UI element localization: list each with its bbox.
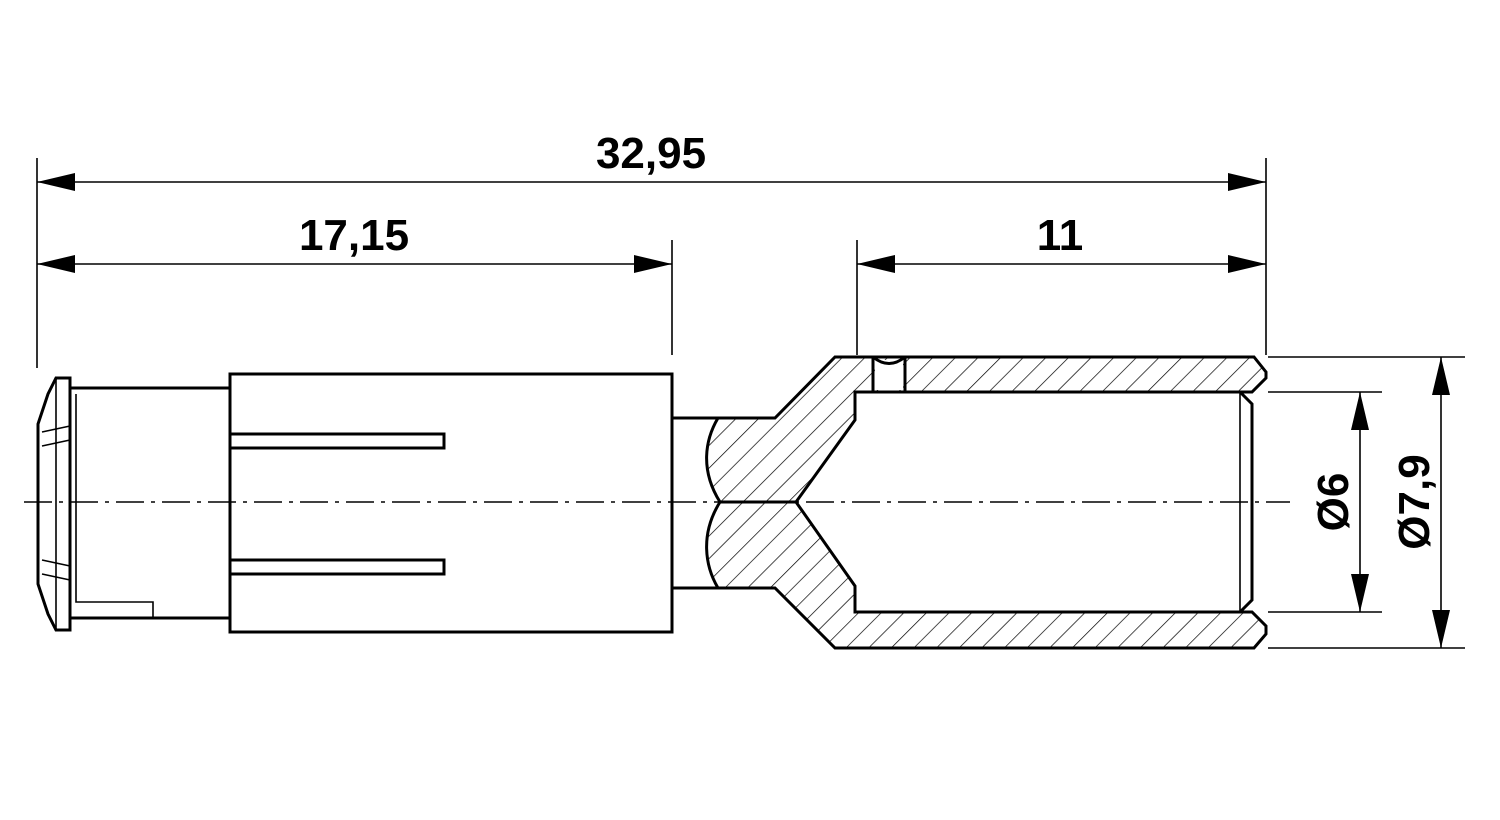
dim-label-outer-diameter: Ø7,9 <box>1390 454 1439 549</box>
dimension-inner-diameter: Ø6 <box>1309 392 1369 612</box>
dimension-contact: 17,15 <box>37 211 672 273</box>
neck <box>672 416 718 590</box>
dim-label-contact: 17,15 <box>299 211 409 260</box>
dimension-overall: 32,95 <box>37 129 1266 191</box>
dimension-outer-diameter: Ø7,9 <box>1390 357 1450 648</box>
collar <box>36 376 232 632</box>
dim-label-crimp: 11 <box>1037 211 1084 260</box>
contact-body <box>228 372 674 634</box>
dim-label-overall: 32,95 <box>596 129 706 178</box>
dimension-crimp: 11 <box>857 211 1266 273</box>
dim-label-inner-diameter: Ø6 <box>1309 473 1358 532</box>
